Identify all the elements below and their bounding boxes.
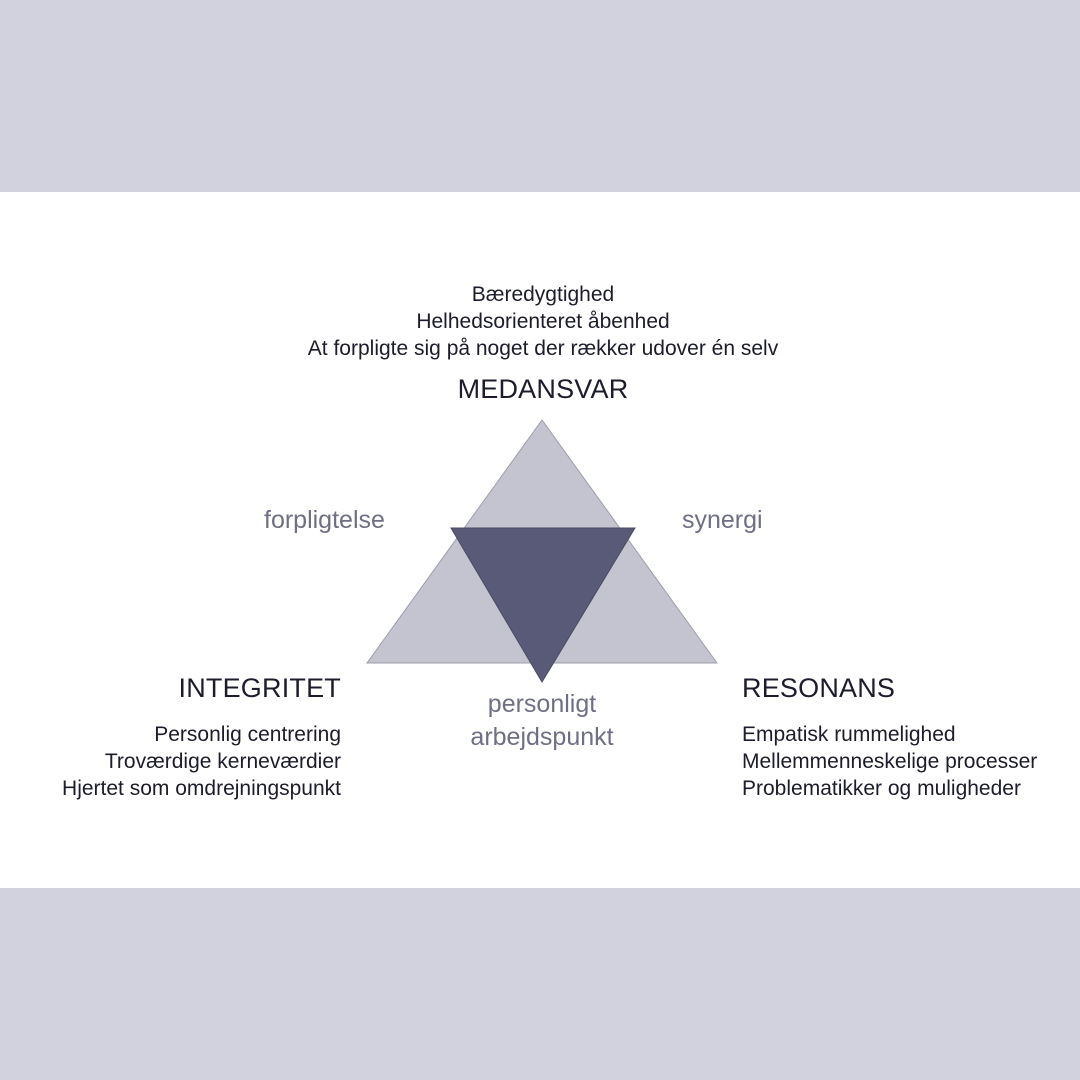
bottom-band [0, 888, 1080, 1080]
resonans-heading: RESONANS [742, 673, 896, 703]
integritet-description: Personlig centrering Troværdige kernevær… [62, 721, 341, 802]
edge-label-left: forpligtelse [264, 506, 385, 534]
integritet-heading: INTEGRITET [178, 673, 341, 703]
integritet-line: Personlig centrering [154, 723, 341, 746]
resonans-description: Empatisk rummelighed Mellemmenneskelige … [742, 721, 1037, 802]
medansvar-line: Bæredygtighed [471, 283, 615, 306]
integritet-line: Troværdige kerneværdier [104, 750, 341, 773]
top-band [0, 0, 1080, 192]
resonans-line: Mellemmenneskelige processer [742, 750, 1038, 773]
medansvar-line: Helhedsorienteret åbenhed [416, 310, 670, 333]
edge-label-right: synergi [682, 506, 763, 534]
resonans-line: Problematikker og muligheder [742, 777, 1021, 800]
medansvar-description: Bæredygtighed Helhedsorienteret åbenhed … [308, 281, 778, 362]
edge-label-bottom-line: arbejdspunkt [470, 723, 614, 751]
resonans-line: Empatisk rummelighed [742, 723, 956, 746]
medansvar-line: At forpligte sig på noget der rækker udo… [307, 337, 779, 360]
edge-label-bottom-line: personligt [487, 690, 597, 718]
edge-label-bottom: personligt arbejdspunkt [470, 688, 613, 754]
integritet-line: Hjertet som omdrejningspunkt [62, 777, 341, 800]
inner-triangle [450, 527, 636, 683]
medansvar-heading: MEDANSVAR [457, 374, 629, 404]
